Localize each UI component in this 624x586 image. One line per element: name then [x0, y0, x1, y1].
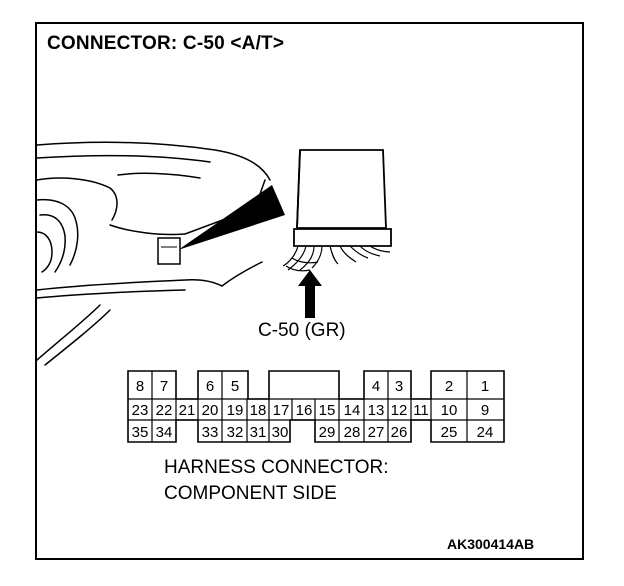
pin-4: 4	[372, 378, 380, 395]
pin-2: 2	[445, 378, 453, 395]
dashboard-outline	[36, 141, 271, 366]
pin-1: 1	[481, 378, 489, 395]
ecu-module	[293, 149, 392, 247]
pin-20: 20	[202, 402, 219, 419]
up-arrow	[298, 270, 322, 318]
pin-21: 21	[179, 402, 196, 419]
pin-31: 31	[250, 424, 267, 441]
pin-8: 8	[136, 378, 144, 395]
pin-19: 19	[227, 402, 244, 419]
connector-pointer-wedge	[157, 185, 285, 265]
pin-22: 22	[156, 402, 173, 419]
pin-5: 5	[231, 378, 239, 395]
pin-33: 33	[202, 424, 219, 441]
pin-29: 29	[319, 424, 336, 441]
pin-32: 32	[227, 424, 244, 441]
pin-9: 9	[481, 402, 489, 419]
harness-caption-line2: COMPONENT SIDE	[164, 483, 337, 504]
pin-35: 35	[132, 424, 149, 441]
pin-30: 30	[272, 424, 289, 441]
pin-14: 14	[344, 402, 361, 419]
pin-23: 23	[132, 402, 149, 419]
pin-10: 10	[441, 402, 458, 419]
pin-3: 3	[395, 378, 403, 395]
pin-13: 13	[368, 402, 385, 419]
connector-id-label: C-50 (GR)	[258, 320, 346, 341]
pin-16: 16	[296, 402, 313, 419]
harness-caption: HARNESS CONNECTOR: COMPONENT SIDE	[164, 455, 389, 507]
pin-12: 12	[391, 402, 408, 419]
harness-caption-line1: HARNESS CONNECTOR:	[164, 457, 389, 478]
pin-27: 27	[368, 424, 385, 441]
wire-harness	[282, 245, 391, 272]
pin-28: 28	[344, 424, 361, 441]
pin-26: 26	[391, 424, 408, 441]
pin-numbers: 8 7 6 5 4 3 2 1 23 22 21 20 19 18 17 16 …	[132, 378, 494, 441]
harness-connector-face	[127, 370, 505, 443]
connector-title: CONNECTOR: C-50 <A/T>	[47, 33, 285, 54]
pin-7: 7	[160, 378, 168, 395]
pin-6: 6	[206, 378, 214, 395]
pin-24: 24	[477, 424, 494, 441]
pin-separators	[151, 371, 468, 442]
pin-15: 15	[319, 402, 336, 419]
pin-25: 25	[441, 424, 458, 441]
figure-code: AK300414AB	[447, 536, 535, 552]
pin-17: 17	[273, 402, 290, 419]
pin-34: 34	[156, 424, 173, 441]
pin-18: 18	[250, 402, 267, 419]
pin-11: 11	[413, 402, 429, 419]
